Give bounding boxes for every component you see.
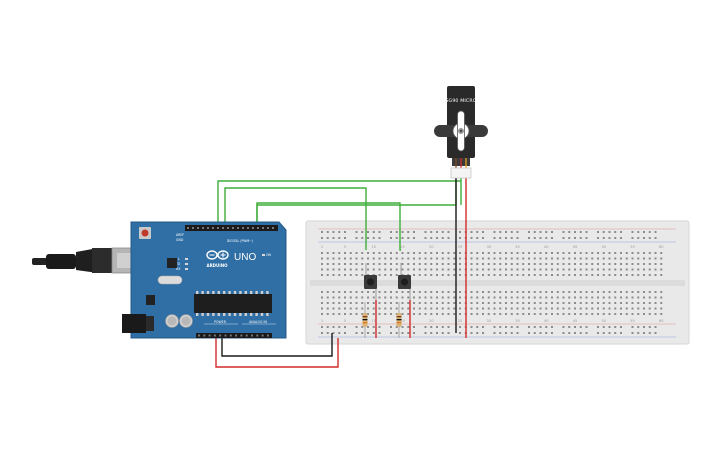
l-led-label: L [178, 257, 180, 261]
column-number: 5 [344, 319, 346, 323]
rx-led-label: RX [176, 267, 181, 271]
column-number: 30 [486, 319, 491, 323]
column-number: 1 [321, 319, 323, 323]
voltage-regulator [146, 295, 155, 305]
column-number: 15 [400, 319, 405, 323]
servo-label: SG90 MICRO [445, 98, 476, 104]
column-number: 35 [515, 319, 520, 323]
column-number: 55 [630, 245, 635, 249]
power-label: POWER [214, 320, 227, 324]
tx-led-label: TX [175, 262, 181, 266]
atmega-chip [194, 291, 272, 316]
wire-red-5v [215, 338, 339, 368]
crystal [157, 275, 183, 285]
on-led-label: ON [266, 253, 272, 257]
column-number: 60 [659, 245, 664, 249]
column-number: 50 [601, 245, 606, 249]
column-number: 60 [659, 319, 664, 323]
wire-green-servo-link [256, 178, 457, 225]
aref-label: AREF [176, 233, 184, 237]
column-number: 55 [630, 319, 635, 323]
brand-label: ARDUINO [207, 263, 229, 268]
column-number: 25 [458, 319, 463, 323]
power-analog-header[interactable] [196, 333, 272, 338]
reset-button[interactable] [139, 227, 151, 239]
column-number: 30 [486, 245, 491, 249]
wire-black-gnd [221, 333, 333, 357]
column-number: 5 [344, 245, 346, 249]
capacitors [165, 314, 193, 328]
digital-label: DIGITAL (PWM~) [227, 239, 253, 243]
column-number: 50 [601, 319, 606, 323]
analog-label: ANALOG IN [249, 320, 267, 324]
wires [215, 178, 467, 368]
column-number: 40 [544, 245, 549, 249]
wire-green-servo-signal [217, 178, 462, 225]
column-number: 10 [371, 245, 376, 249]
column-number: 20 [429, 319, 434, 323]
column-number: 1 [321, 245, 323, 249]
pushbutton-2[interactable] [398, 263, 411, 300]
usb-chip [167, 258, 177, 268]
column-number: 45 [573, 319, 578, 323]
wire-green-button1 [224, 187, 367, 250]
column-number: 45 [573, 245, 578, 249]
column-number: 15 [400, 245, 405, 249]
column-number: 40 [544, 319, 549, 323]
resistor-1[interactable] [362, 302, 368, 338]
pushbutton-1[interactable] [364, 263, 377, 300]
status-leds [185, 254, 265, 270]
column-number: 35 [515, 245, 520, 249]
usb-cable [32, 247, 145, 274]
arduino-logo [206, 250, 229, 260]
digital-header[interactable] [185, 225, 278, 231]
breadboard-holes [321, 231, 663, 334]
dc-power-jack[interactable] [122, 314, 154, 333]
column-number: 20 [429, 245, 434, 249]
column-number: 10 [371, 319, 376, 323]
column-number: 25 [458, 245, 463, 249]
resistor-2[interactable] [396, 302, 402, 338]
arduino-uno-board[interactable]: DIGITAL (PWM~) AREF GND ARDUINO UNO L TX… [32, 221, 287, 339]
servo-motor[interactable]: SG90 MICRO [434, 86, 488, 179]
model-label: UNO [234, 252, 256, 263]
gnd-label: GND [176, 238, 184, 242]
